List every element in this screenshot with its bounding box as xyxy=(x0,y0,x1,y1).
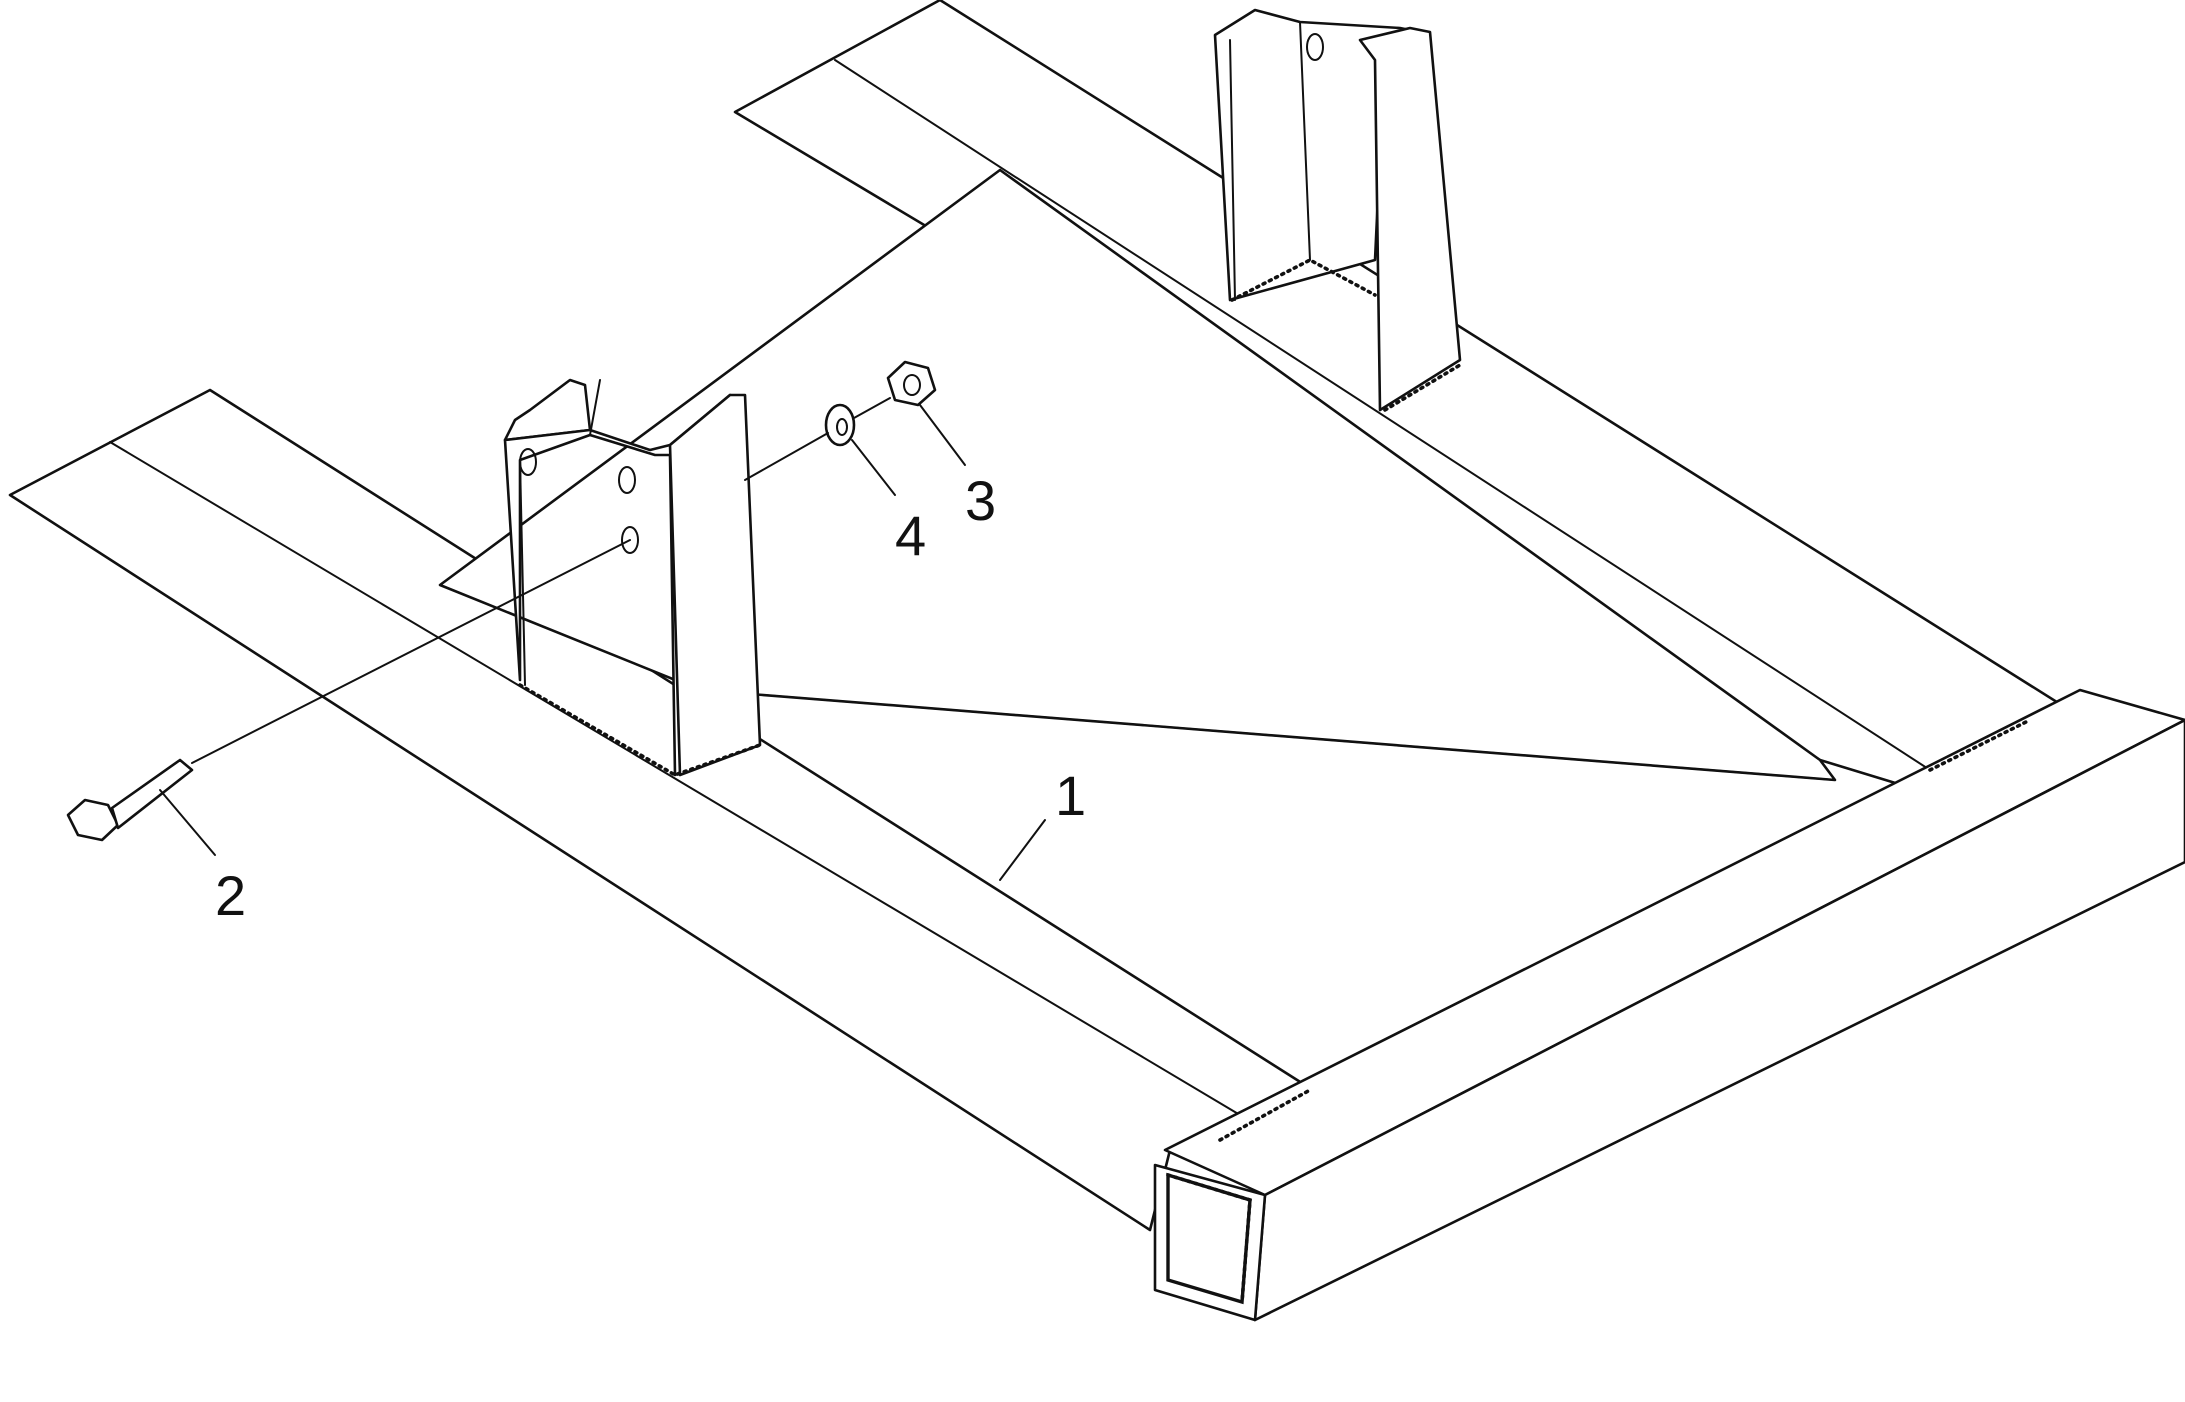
bolt-hole-icon xyxy=(621,526,639,554)
leader-line-3 xyxy=(919,404,966,466)
leader-line-1 xyxy=(999,819,1046,881)
frame-floor xyxy=(438,168,1837,782)
hex-nut xyxy=(853,360,937,419)
rear-post-bracket xyxy=(1213,8,1462,412)
callout-3: 3 xyxy=(965,469,996,532)
leader-line-2 xyxy=(159,789,216,856)
callout-2: 2 xyxy=(215,864,246,927)
front-post-bracket xyxy=(503,378,762,777)
bolt-hole-icon xyxy=(519,448,537,476)
bolt-hole-icon xyxy=(618,466,636,494)
square-tube-crossmember xyxy=(1153,688,2185,1322)
callout-1: 1 xyxy=(1055,764,1086,827)
callout-4: 4 xyxy=(895,504,926,567)
bolt-hole-icon xyxy=(1306,33,1324,61)
washer xyxy=(744,403,856,481)
leader-line-4 xyxy=(851,439,896,496)
hex-bolt xyxy=(66,539,631,842)
